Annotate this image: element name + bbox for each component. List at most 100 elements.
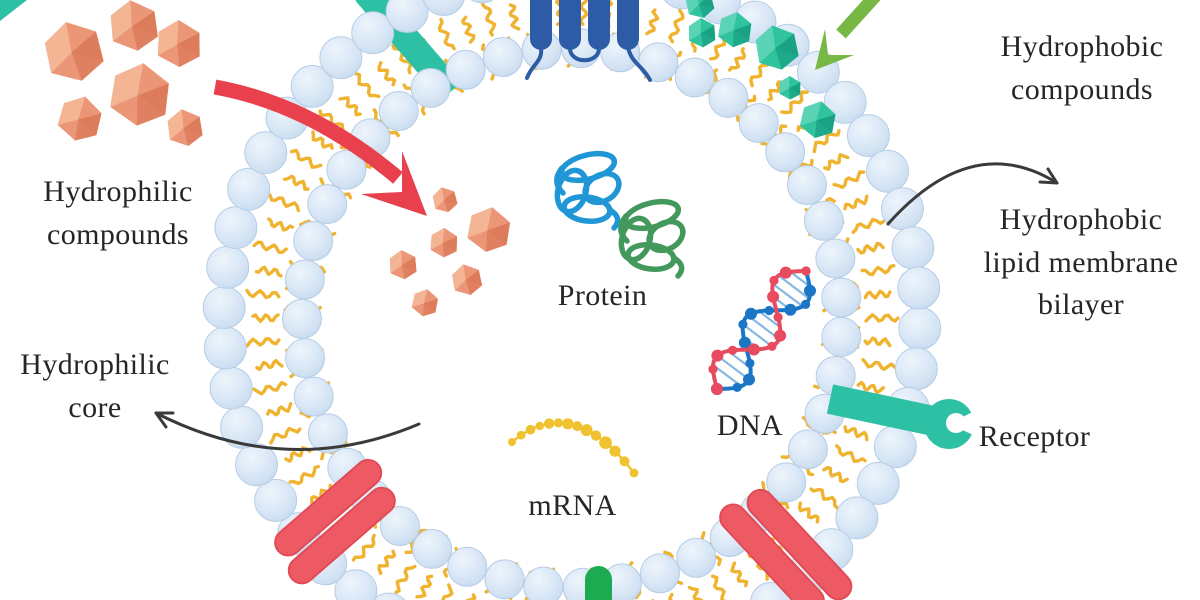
lipid-head (823, 80, 867, 124)
lipid-tail (394, 564, 417, 595)
lipid-tail (311, 130, 334, 150)
receptor-hole (946, 413, 966, 433)
protein-loop (626, 45, 652, 82)
dna-bead (747, 343, 760, 356)
lipid-tail (288, 464, 320, 486)
dna-bead (784, 303, 797, 316)
dna-bead (745, 307, 757, 320)
hydrophilic-compound-rock (389, 250, 417, 280)
dna-bead (773, 312, 783, 322)
hydrophobic-compound-gem (685, 0, 715, 18)
dna-bead (801, 299, 811, 309)
lipid-head (482, 37, 523, 77)
lipid-head (815, 238, 856, 279)
lipid-tail (252, 380, 288, 396)
mrna-bead (535, 421, 544, 431)
lipid-head (319, 36, 363, 80)
red-rod-protein-pair-right (719, 488, 853, 600)
transmembrane-protein (525, 0, 652, 82)
lipid-tail (266, 402, 293, 417)
green-rod-protein (585, 566, 612, 600)
dna-bead (745, 358, 755, 368)
hydrophobic-entry-arrow (815, 0, 881, 70)
mrna-bead (609, 445, 621, 457)
dna-bead (732, 382, 742, 392)
hydrophilic-compound-rock (44, 22, 104, 81)
lipid-head (765, 132, 806, 173)
dna-helix (708, 266, 816, 395)
corner-structure-fragment (0, 0, 27, 21)
dna-bead (774, 329, 787, 342)
label-mrna: mRNA (528, 489, 617, 522)
lipid-head (220, 405, 264, 449)
receptor-stalk (826, 384, 953, 440)
dna-bead (779, 266, 792, 279)
protein-loop (568, 47, 601, 63)
dna-rung (747, 314, 780, 340)
lipid-tail (668, 592, 674, 600)
lipid-head (385, 0, 429, 33)
dna-bead (804, 284, 816, 297)
label-hydrophilic-compounds: Hydrophilic compounds (43, 175, 193, 251)
receptor-mouth (949, 405, 989, 442)
lipid-tail (338, 96, 362, 117)
hydrophobic-compound-gem (718, 12, 752, 48)
lipid-tail (822, 465, 849, 484)
mrna-bead (599, 436, 612, 449)
label-hydrophobic-compounds: Hydrophobic compounds (1000, 30, 1164, 106)
hydrophobic-compound-gem (799, 101, 836, 138)
lipid-tail (730, 561, 749, 588)
dna-bead (743, 373, 755, 386)
receptor-protein (826, 384, 989, 449)
lipid-head (202, 286, 246, 330)
dna-rung (712, 364, 742, 388)
lipid-tail (798, 501, 820, 524)
lipid-head (244, 131, 288, 175)
lipid-head (203, 326, 247, 370)
dna-bead (738, 319, 748, 329)
lipid-tail (809, 487, 839, 510)
hydrophilic-compound-rock (467, 207, 510, 252)
dna-rung (772, 282, 804, 308)
lipid-head (214, 206, 258, 250)
dna-rung (789, 270, 811, 288)
hydrophilic-compound-rock (167, 109, 203, 146)
dna-rung (742, 323, 773, 348)
hydrophilic-compound-rock (110, 0, 158, 51)
mrna-bead (580, 424, 593, 437)
lipid-head (447, 546, 488, 587)
lipid-head (484, 559, 525, 600)
lipid-tail (461, 15, 476, 44)
lipid-head (307, 184, 348, 225)
dna-bead (769, 275, 779, 286)
protein-loop (525, 45, 544, 80)
lipid-tail (289, 148, 323, 169)
hydrophobic-compound-gem (779, 76, 801, 100)
lipid-tail (438, 17, 456, 51)
lipid-head (787, 165, 827, 206)
lipid-head (898, 306, 942, 350)
mrna-bead (562, 418, 574, 430)
lipid-head (470, 0, 494, 4)
lipid-tail (711, 574, 727, 600)
dna-bead (711, 349, 724, 362)
lipid-tail (578, 0, 589, 26)
hydrophilic-compound-rock (57, 96, 102, 141)
lipid-tail (861, 358, 896, 371)
core-pointer-arrow (154, 411, 421, 451)
lipid-tail (377, 61, 397, 87)
hydrophilic-compound-rock (411, 289, 438, 317)
lipid-head (738, 103, 779, 144)
lipid-head (803, 200, 844, 241)
lipid-head (708, 77, 749, 118)
hydrophobic-compound-gem (689, 18, 716, 48)
lipid-head (638, 42, 679, 83)
red-rod-protein-pair-left (274, 458, 396, 585)
lipid-tail (441, 583, 454, 600)
lipid-head (351, 11, 395, 55)
dna-bead (711, 383, 723, 395)
dna-rung (758, 310, 781, 329)
lipid-tail (832, 170, 866, 189)
lipid-head (821, 316, 862, 357)
